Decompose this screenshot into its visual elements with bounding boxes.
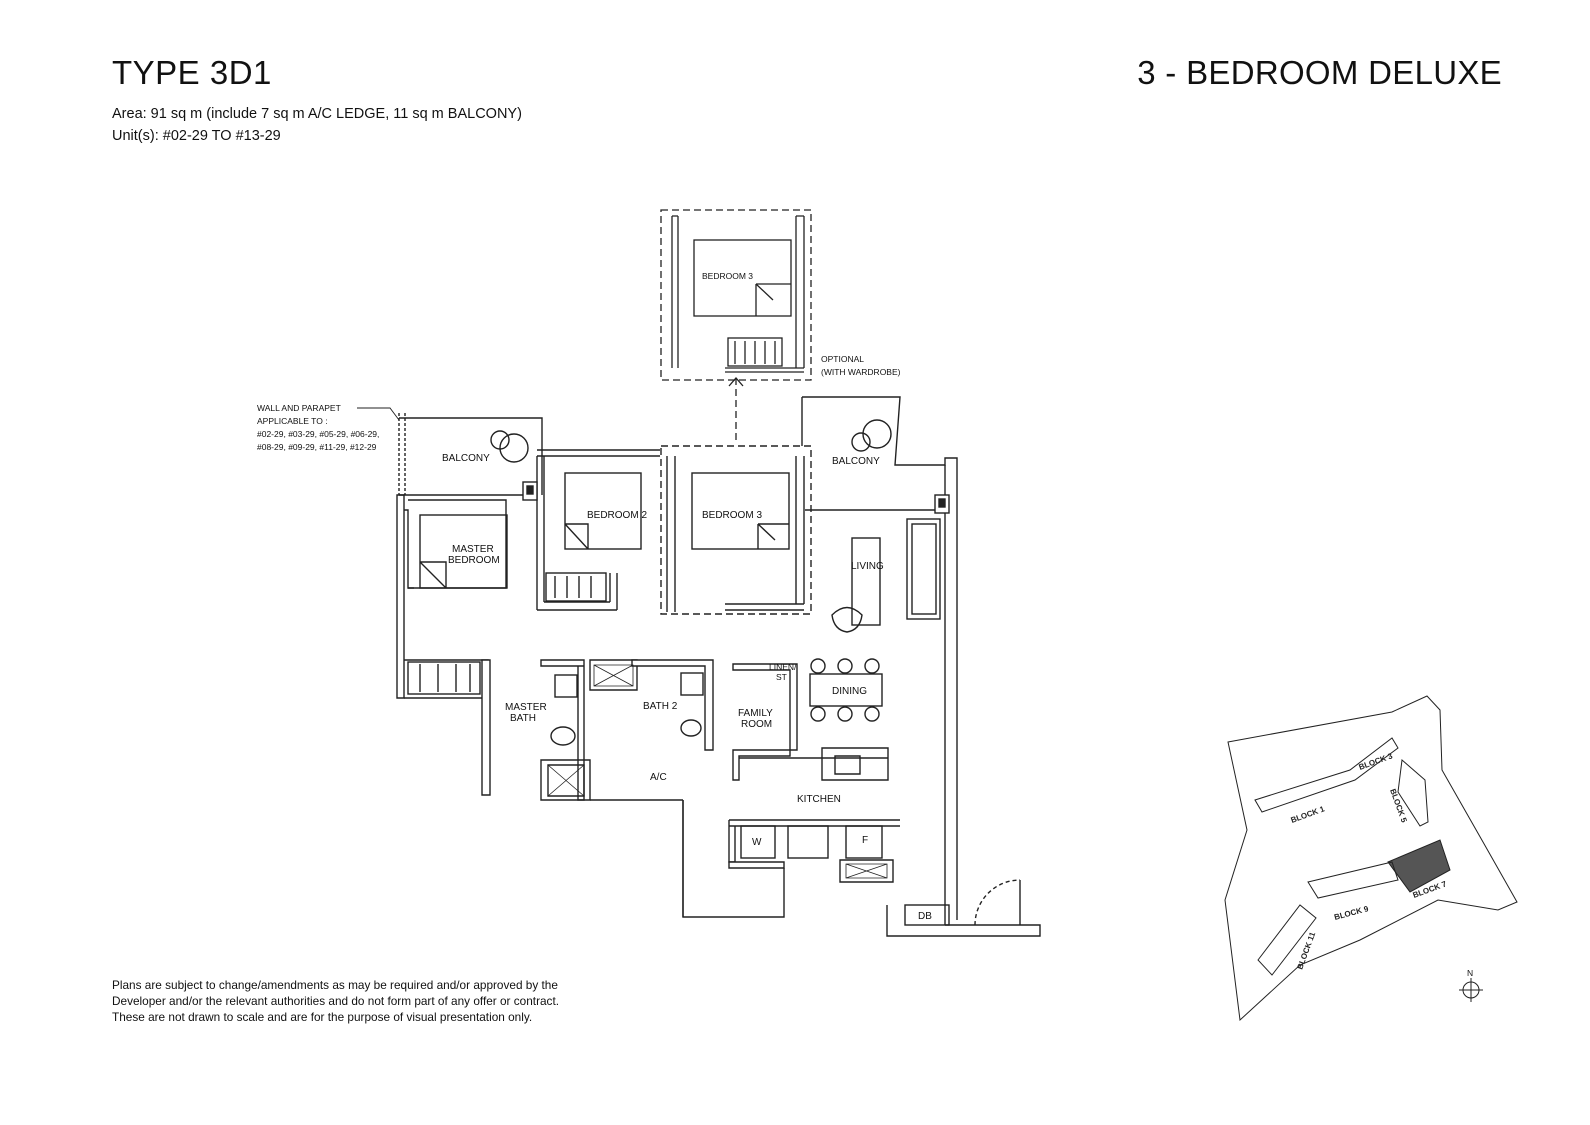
optional-note-line1: OPTIONAL [821,354,864,364]
disclaimer-line-1: Plans are subject to change/amendments a… [112,978,558,992]
linen-label-2: ST [776,672,787,682]
optional-note-line2: (WITH WARDROBE) [821,367,901,377]
unit-type-title: TYPE 3D1 [112,54,272,91]
linen-label-1: LINEN/ [769,662,797,672]
wall-note-line3: #02-29, #03-29, #05-29, #06-29, [257,429,379,439]
living-label: LIVING [851,561,884,572]
bedroom2-label: BEDROOM 2 [587,510,647,521]
disclaimer-line-3: These are not drawn to scale and are for… [112,1010,533,1024]
optional-bedroom-outline [660,209,812,440]
wall-note-line1: WALL AND PARAPET [257,403,341,413]
dining-label: DINING [832,686,867,697]
disclaimer-line-2: Developer and/or the relevant authoritie… [112,994,560,1008]
fridge-label: F [862,835,868,846]
bedroom3-label: BEDROOM 3 [702,510,762,521]
units-text: Unit(s): #02-29 TO #13-29 [112,128,281,144]
area-text: Area: 91 sq m (include 7 sq m A/C LEDGE,… [112,106,522,122]
optional-bedroom3-label: BEDROOM 3 [702,271,753,281]
family-room-label-2: ROOM [741,719,772,730]
disclaimer: Plans are subject to change/amendments a… [112,977,559,1025]
ac-ledge-label: A/C [650,772,667,783]
master-bedroom-label-2: BEDROOM [448,555,500,566]
wall-note-line4: #08-29, #09-29, #11-29, #12-29 [257,442,377,452]
unit-category-title: 3 - BEDROOM DELUXE [1137,54,1502,91]
main-walls [357,396,1041,937]
north-label: N [1467,968,1473,978]
master-bath-label-1: MASTER [505,702,547,713]
kitchen-label: KITCHEN [797,794,841,805]
family-room-label-1: FAMILY [738,708,773,719]
washer-label: W [752,837,762,848]
key-plan [1224,695,1518,1022]
balcony-left-label: BALCONY [442,453,490,464]
balcony-right-label: BALCONY [832,456,880,467]
db-label: DB [918,911,932,922]
wall-note-line2: APPLICABLE TO : [257,416,328,426]
master-bath-label-2: BATH [510,713,536,724]
bath2-label: BATH 2 [643,701,678,712]
master-bedroom-label-1: MASTER [452,544,494,555]
